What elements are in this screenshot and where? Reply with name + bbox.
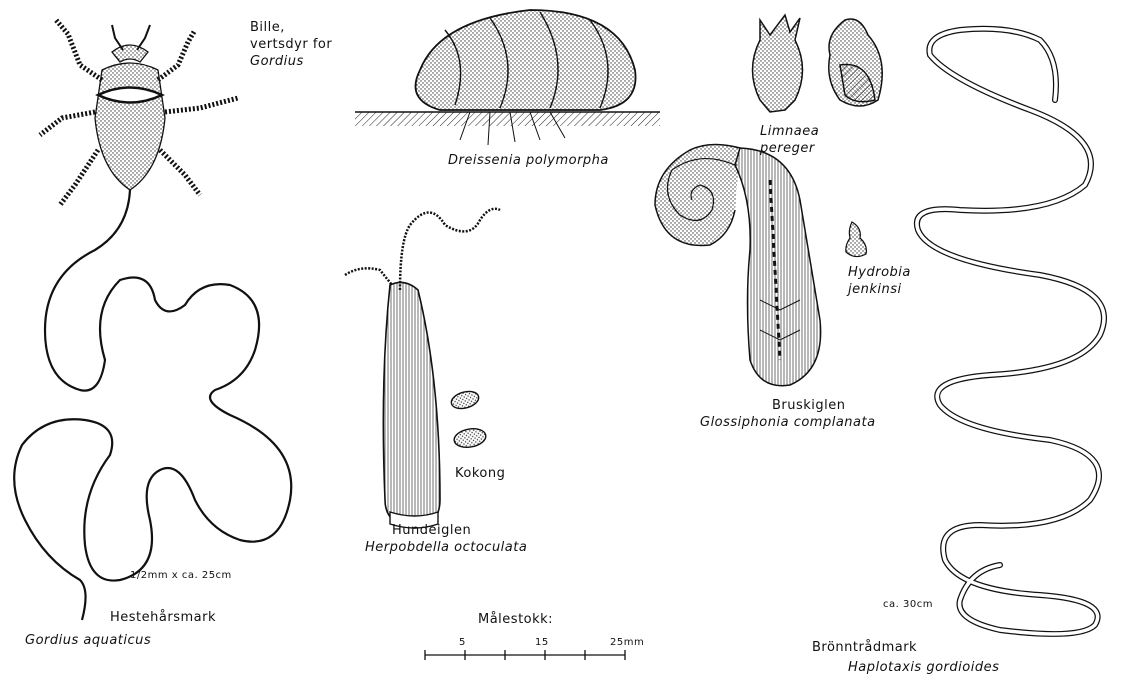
label-pereger: pereger [760,141,815,157]
label-haplotaxis-size: ca. 30cm [883,597,933,613]
scale-tick-15: 15 [535,635,549,651]
label-bille: Bille, [250,20,285,36]
label-hestehars: Hestehårsmark [110,610,216,626]
label-gordius: Gordius aquaticus [25,633,151,649]
label-haplotaxis: Haplotaxis gordioides [848,660,999,676]
beetle-drawing [40,20,238,205]
label-hundeiglen-visible: Hundeiglen [392,523,471,539]
label-herpobdella: Herpobdella octoculata [365,540,527,556]
gordius-worm-drawing [14,190,291,620]
label-bronntrad: Brönntrådmark [812,640,917,656]
label-glossiphonia: Glossiphonia complanata [700,415,876,431]
label-gordius-host: Gordius [250,54,304,70]
label-kokong: Kokong [455,466,505,482]
label-malestokk: Målestokk: [478,612,553,628]
label-limnaea: Limnaea [760,124,819,140]
limnaea-drawing [753,15,883,112]
scale-bar [425,650,625,660]
label-bruskiglen: Bruskiglen [772,398,846,414]
haplotaxis-worm-drawing [917,29,1104,634]
scale-tick-25mm: 25mm [610,635,644,651]
hydrobia-drawing [846,222,867,257]
glossiphonia-drawing [655,144,821,385]
dreissenia-drawing [355,10,660,145]
kokong-drawing [449,389,487,450]
label-gordius-size: 1/2mm x ca. 25cm [130,568,232,584]
scale-tick-5: 5 [459,635,466,651]
label-hydrobia: Hydrobia [848,265,911,281]
label-dreissenia: Dreissenia polymorpha [448,153,609,169]
label-vertsdyr: vertsdyr for [250,37,332,53]
label-jenkinsi: jenkinsi [848,282,902,298]
